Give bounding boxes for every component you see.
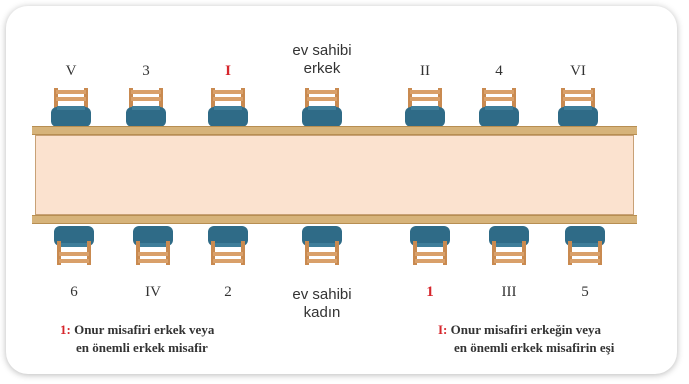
chair-top-4 xyxy=(405,88,445,127)
seat-label-top-6: VI xyxy=(570,63,586,79)
table-rim-top xyxy=(32,126,637,135)
table-top xyxy=(35,135,634,215)
seat-label-top-1: V xyxy=(65,63,77,79)
chair-bottom-3 xyxy=(208,226,248,265)
seat-label-bottom-6: 5 xyxy=(581,284,589,300)
seat-label-top-5: 4 xyxy=(495,63,503,79)
legend-left-line1: Onur misafiri erkek veya xyxy=(74,322,215,337)
chair-bottom-2 xyxy=(133,226,173,265)
seat-label-bottom-1: 6 xyxy=(70,284,78,300)
seat-label-top-2: 3 xyxy=(142,63,150,79)
chair-top-host xyxy=(302,88,342,127)
legend-right-key: I: xyxy=(438,322,448,337)
chair-bottom-5 xyxy=(489,226,529,265)
chair-top-2 xyxy=(126,88,166,127)
chair-bottom-4 xyxy=(410,226,450,265)
host-male-label: ev sahibi erkek xyxy=(267,42,377,78)
seat-label-bottom-2: IV xyxy=(145,284,161,300)
chair-bottom-1 xyxy=(54,226,94,265)
dining-table xyxy=(32,126,637,224)
chair-top-1 xyxy=(51,88,91,127)
seat-label-bottom-5: III xyxy=(501,284,517,300)
legend-left-line2: en önemli erkek misafir xyxy=(76,340,208,355)
legend-right-line1: Onur misafiri erkeğin veya xyxy=(450,322,601,337)
seat-label-top-4: II xyxy=(420,63,430,79)
host-male-line2: erkek xyxy=(303,60,341,77)
seat-label-bottom-4: 1 xyxy=(426,284,434,300)
chair-bottom-host xyxy=(302,226,342,265)
legend-right-line2: en önemli erkek misafirin eşi xyxy=(454,340,615,355)
host-male-line1: ev sahibi xyxy=(292,42,352,59)
host-female-label: ev sahibi kadın xyxy=(267,286,377,322)
chair-top-3 xyxy=(208,88,248,127)
seat-label-bottom-3: 2 xyxy=(224,284,232,300)
legend-left: 1: Onur misafiri erkek veya en önemli er… xyxy=(60,321,214,357)
host-female-line2: kadın xyxy=(303,304,341,321)
chair-top-6 xyxy=(558,88,598,127)
legend-right: I: Onur misafiri erkeğin veya en önemli … xyxy=(438,321,614,357)
chair-bottom-6 xyxy=(565,226,605,265)
legend-left-key: 1: xyxy=(60,322,71,337)
chair-top-5 xyxy=(479,88,519,127)
host-female-line1: ev sahibi xyxy=(292,286,352,303)
table-rim-bottom xyxy=(32,215,637,224)
seat-label-top-3: I xyxy=(225,63,231,79)
